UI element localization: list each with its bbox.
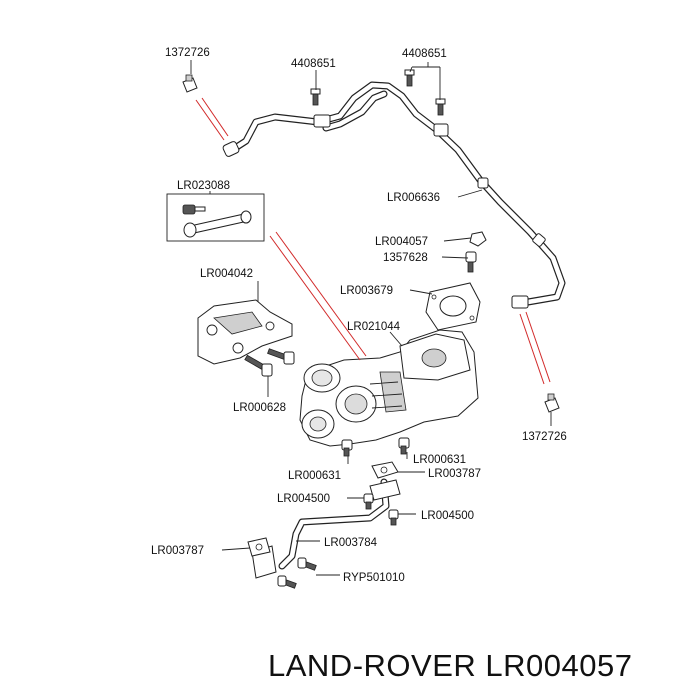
clip-top-part[interactable] <box>182 74 198 93</box>
label-drain-gasket-bottom: LR003787 <box>151 545 204 557</box>
label-clip-right: 1372726 <box>522 431 567 443</box>
label-oil-feed-pipe: LR006636 <box>387 192 440 204</box>
label-bracket: LR004042 <box>200 268 253 280</box>
label-outlet-gasket: LR003679 <box>340 285 393 297</box>
stud-right-a-part[interactable] <box>404 69 415 87</box>
drain-gasket-bottom-part[interactable] <box>247 537 271 557</box>
label-drain-screw: RYP501010 <box>343 572 405 584</box>
oil-feed-pipe[interactable] <box>222 81 566 309</box>
label-nut-left: LR000631 <box>288 470 341 482</box>
bracket-part[interactable] <box>197 299 293 365</box>
label-stud-left: 4408651 <box>291 58 336 70</box>
label-banjo-bolt: LR004057 <box>375 236 428 248</box>
label-clip-top: 1372726 <box>165 47 210 59</box>
banjo-bolt-part[interactable] <box>465 231 487 273</box>
label-drain-bolt-right: LR004500 <box>421 510 474 522</box>
label-turbocharger: LR021044 <box>347 321 401 333</box>
clip-right-part[interactable] <box>544 393 560 413</box>
drain-bolt-right-part[interactable] <box>388 509 399 526</box>
caption-title: LAND-ROVER LR004057 <box>268 648 632 683</box>
leader-lines <box>190 60 552 576</box>
bolt-kit-box[interactable] <box>166 193 265 242</box>
red-leader-lines <box>195 97 551 385</box>
drain-screw-part[interactable] <box>277 557 317 589</box>
nut-right-part[interactable] <box>398 437 410 455</box>
label-stud-right: 4408651 <box>402 48 447 60</box>
turbocharger-part[interactable] <box>299 329 479 447</box>
label-drain-bolt-left: LR004500 <box>277 493 330 505</box>
stud-right-b-part[interactable] <box>435 98 446 116</box>
label-drain-pipe: LR003784 <box>324 537 378 549</box>
outlet-gasket-part[interactable] <box>425 282 481 331</box>
stud-left-part[interactable] <box>310 88 321 106</box>
label-sealing-washer: 1357628 <box>383 252 428 264</box>
label-bracket-bolt: LR000628 <box>233 402 286 414</box>
bracket-bolt-part[interactable] <box>244 348 295 377</box>
nut-left-part[interactable] <box>341 439 353 457</box>
label-bolt-kit: LR023088 <box>177 180 230 192</box>
label-nut-right: LR000631 <box>413 454 466 466</box>
drain-bolt-left-part[interactable] <box>363 493 374 510</box>
label-drain-gasket-top: LR003787 <box>428 468 481 480</box>
drain-gasket-top-part[interactable] <box>371 461 399 479</box>
